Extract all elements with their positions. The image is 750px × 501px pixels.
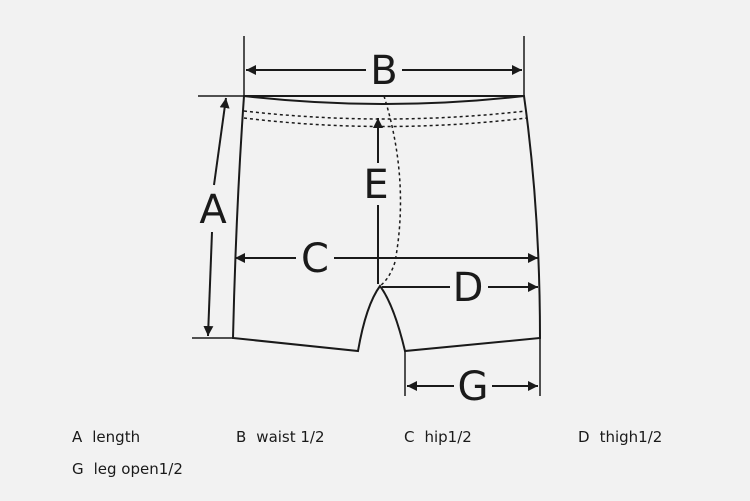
waistband-stitching	[243, 110, 528, 128]
legend-text: leg open1/2	[93, 460, 183, 478]
label-a: A	[199, 187, 227, 233]
label-e: E	[363, 162, 388, 208]
a-arrow-top	[213, 97, 230, 186]
legend-letter: G	[72, 460, 84, 478]
label-c: C	[301, 236, 329, 282]
shorts-body	[231, 95, 542, 353]
label-b: B	[370, 48, 397, 94]
dimension-b	[243, 36, 525, 96]
legend-letter: C	[404, 428, 415, 446]
legend-text: hip1/2	[424, 428, 472, 446]
shorts-outline	[231, 95, 542, 353]
label-d: D	[453, 265, 484, 311]
legend-letter: B	[236, 428, 247, 446]
legend-text: thigh1/2	[599, 428, 663, 446]
a-arrow-bottom	[203, 231, 214, 337]
stitch-line-1	[243, 110, 527, 120]
legend-text: length	[92, 428, 141, 446]
shorts-size-diagram: B A C E D G	[192, 36, 542, 410]
legend-letter: A	[72, 428, 83, 446]
legend-text: waist 1/2	[256, 428, 325, 446]
stitch-line-2	[243, 117, 528, 128]
dimension-a	[192, 95, 244, 339]
legend-letter: D	[578, 428, 590, 446]
fly-stitching	[379, 95, 402, 287]
waistband-top	[243, 95, 525, 105]
label-g: G	[458, 364, 489, 410]
dimension-g	[404, 338, 541, 396]
